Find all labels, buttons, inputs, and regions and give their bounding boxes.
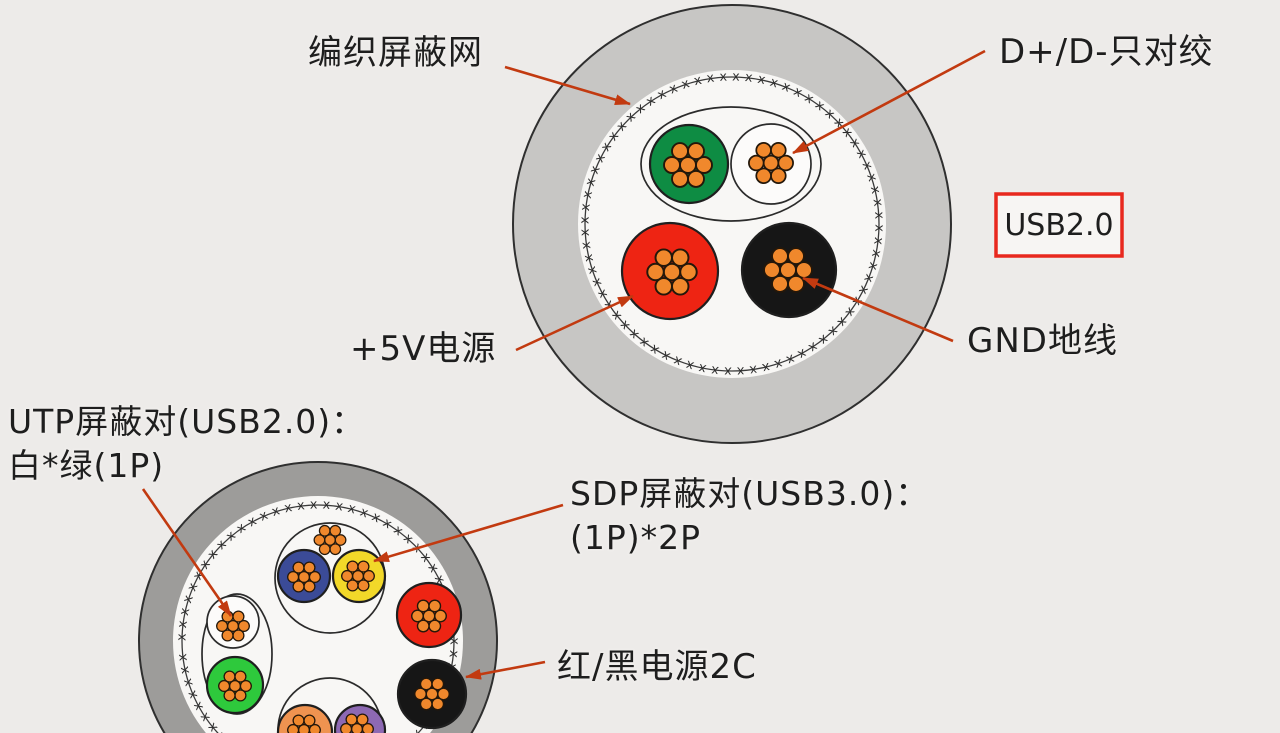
label-utp-line2: 白*绿(1P)	[8, 446, 164, 485]
strand-bundle	[216, 610, 250, 642]
strand-bundle	[748, 141, 794, 185]
label-twisted-pair: D+/D-只对绞	[999, 32, 1214, 72]
label-utp-line1: UTP屏蔽对(USB2.0)：	[8, 402, 365, 441]
arrow-5v-power	[515, 294, 634, 352]
strand-bundle	[341, 560, 375, 592]
usb2-badge-label: USB2.0	[1004, 208, 1113, 243]
usb2-twisted-pair-ellipse	[640, 106, 822, 222]
label-sdp-line2: (1P)*2P	[570, 518, 701, 557]
usb3-braid-circle	[181, 504, 455, 733]
label-braid-shield: 编织屏蔽网	[308, 33, 483, 73]
usb2-braid-circle	[584, 76, 880, 372]
strand-bundle	[763, 247, 813, 293]
strand-bundle	[218, 670, 252, 702]
strand-bundle	[411, 599, 447, 633]
callout-arrows	[141, 49, 986, 680]
arrow-power-2c	[465, 660, 546, 680]
arrow-gnd	[802, 276, 954, 343]
arrow-sdp-pair	[373, 503, 564, 563]
label-sdp-line1: SDP屏蔽对(USB3.0)：	[570, 474, 929, 513]
arrow-braid-shield	[504, 65, 631, 106]
strand-bundle	[414, 677, 450, 711]
strand-bundle	[663, 142, 713, 188]
usb2-badge: USB2.0	[994, 192, 1124, 258]
labels: 编织屏蔽网 D+/D-只对绞 +5V电源 GND地线 UTP屏蔽对(USB2.0…	[6, 30, 1215, 689]
usb2-cable-cross-section: xxxxxxxxxxxxxxxxxxxxxxxxxxxxxxxxxxxxxxxx…	[512, 4, 952, 444]
arrow-twisted-pair	[792, 49, 986, 155]
strand-bundle	[313, 524, 347, 556]
usb2-badge-box	[994, 192, 1124, 258]
label-gnd: GND地线	[967, 321, 1118, 361]
arrow-utp-pair	[141, 488, 233, 617]
strand-bundle	[646, 248, 698, 296]
strand-bundle	[287, 561, 321, 593]
label-5v-power: +5V电源	[350, 329, 496, 369]
label-power-2c: 红/黑电源2C	[557, 647, 757, 687]
